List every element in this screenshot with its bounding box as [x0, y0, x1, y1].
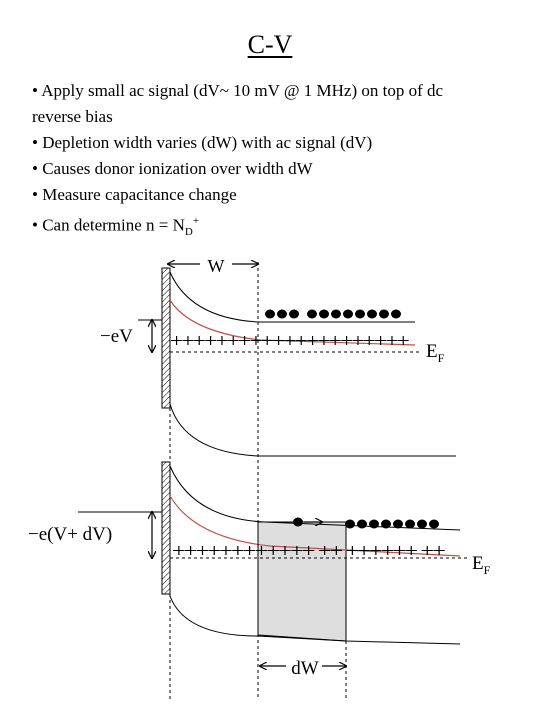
donor-subscript: D	[184, 226, 193, 239]
donor-superscript: +	[192, 215, 200, 227]
top-fermi-label: EF	[426, 341, 445, 365]
bullet-donor-ionization: • Causes donor ionization over width dW	[32, 159, 313, 178]
top-donor-level-line	[169, 299, 416, 346]
bullet-measure-capacitance: • Measure capacitance change	[32, 185, 237, 204]
top-voltage-label: −eV	[100, 326, 133, 347]
bullet-list: • Apply small ac signal (dV~ 10 mV @ 1 M…	[32, 78, 532, 245]
bottom-voltage-label: −e(V+ dV)	[28, 524, 112, 545]
bottom-donor-level-line	[169, 495, 461, 557]
top-metal-contact	[161, 267, 171, 409]
bullet-determine-n: • Can determine n = ND+	[32, 208, 532, 245]
top-band-diagram: W −eV +++++++++++++++++++++ EF	[100, 256, 456, 457]
bottom-fermi-label: EF	[472, 553, 491, 577]
top-ionized-donors: +++++++++++++++++++++	[170, 331, 409, 352]
dw-shaded-region	[257, 521, 347, 642]
bottom-metal-contact	[161, 461, 171, 595]
bullet-depletion-width: • Depletion width varies (dW) with ac si…	[32, 133, 373, 152]
dw-label: dW	[291, 658, 319, 679]
bullet-apply-signal-line1: • Apply small ac signal (dV~ 10 mV @ 1 M…	[32, 81, 444, 100]
bullet-determine-n-text: • Can determine n = N	[32, 215, 185, 235]
slide-title: C-V	[247, 30, 293, 59]
bottom-ionized-donors: ++++++++++++ ++ ++++++ ++	[172, 541, 445, 562]
moving-electron	[293, 517, 303, 527]
bottom-conduction-band	[169, 465, 461, 531]
bullet-apply-signal-line2: reverse bias	[32, 107, 113, 126]
bottom-electrons	[345, 519, 439, 529]
top-width-label: W	[208, 256, 225, 276]
top-conduction-band	[169, 271, 415, 323]
bottom-band-diagram: −e(V+ dV) ++++++++++++ ++ ++++++ ++ EF d…	[28, 461, 491, 679]
top-electrons	[265, 309, 401, 319]
top-valence-band	[169, 403, 456, 457]
